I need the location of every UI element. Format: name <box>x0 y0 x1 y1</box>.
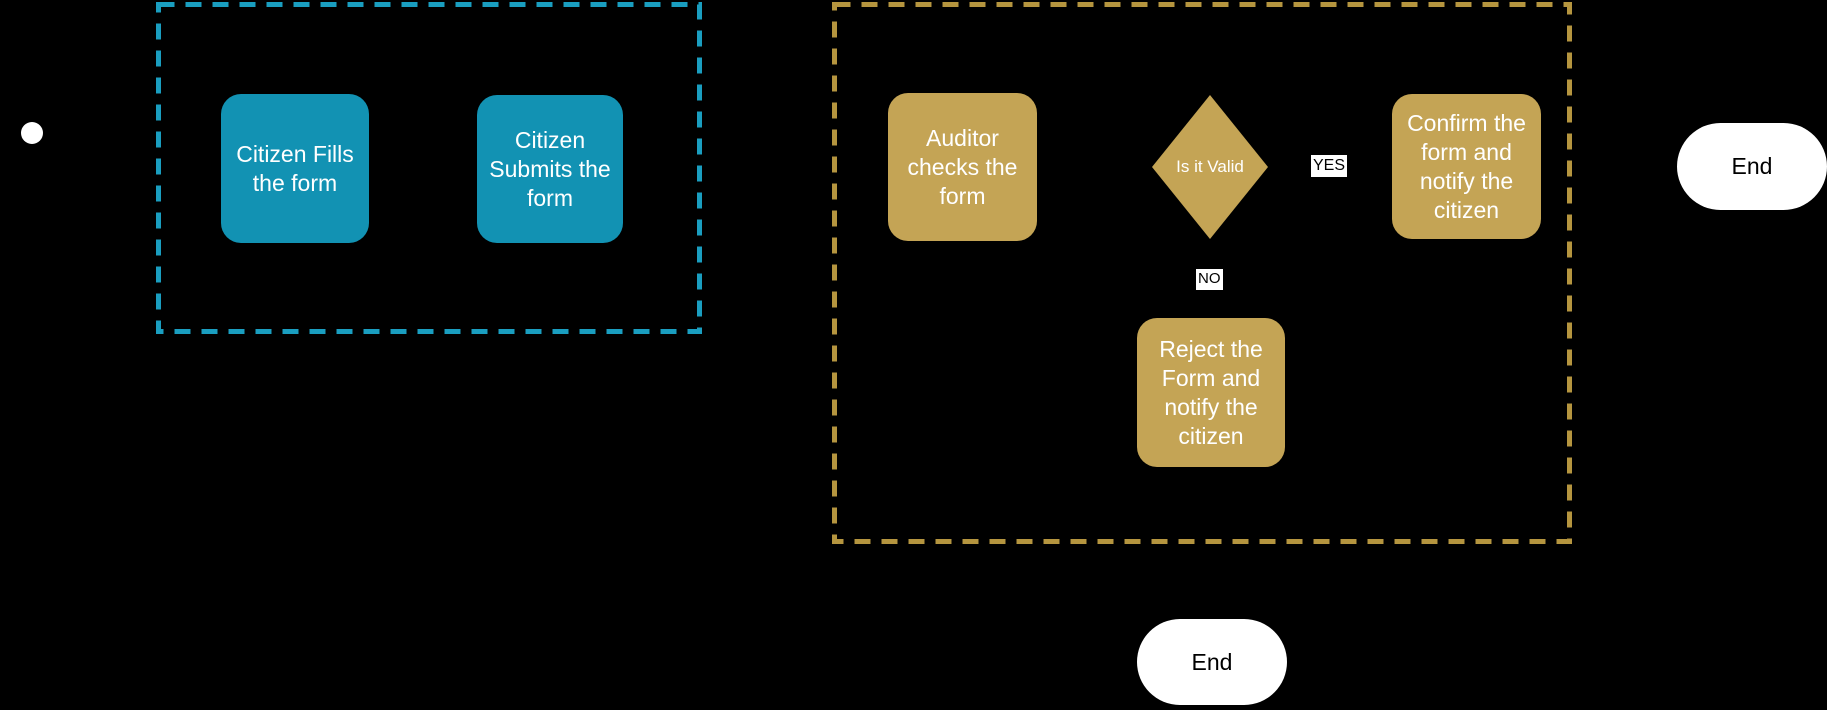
end-node-main: End <box>1677 123 1827 210</box>
end-node-reject: End <box>1137 619 1287 705</box>
node-citizen-fills-form: Citizen Fills the form <box>221 94 369 243</box>
node-citizen-submits-form: Citizen Submits the form <box>477 95 623 243</box>
node-confirm-form-notify-citizen: Confirm the form and notify the citizen <box>1392 94 1541 239</box>
decision-is-it-valid: Is it Valid <box>1152 95 1268 239</box>
start-node <box>21 122 43 144</box>
node-reject-form-notify-citizen: Reject the Form and notify the citizen <box>1137 318 1285 467</box>
edge-label-yes: YES <box>1311 155 1348 177</box>
node-auditor-checks-form: Auditor checks the form <box>888 93 1037 241</box>
edge-label-no: NO <box>1196 269 1223 290</box>
